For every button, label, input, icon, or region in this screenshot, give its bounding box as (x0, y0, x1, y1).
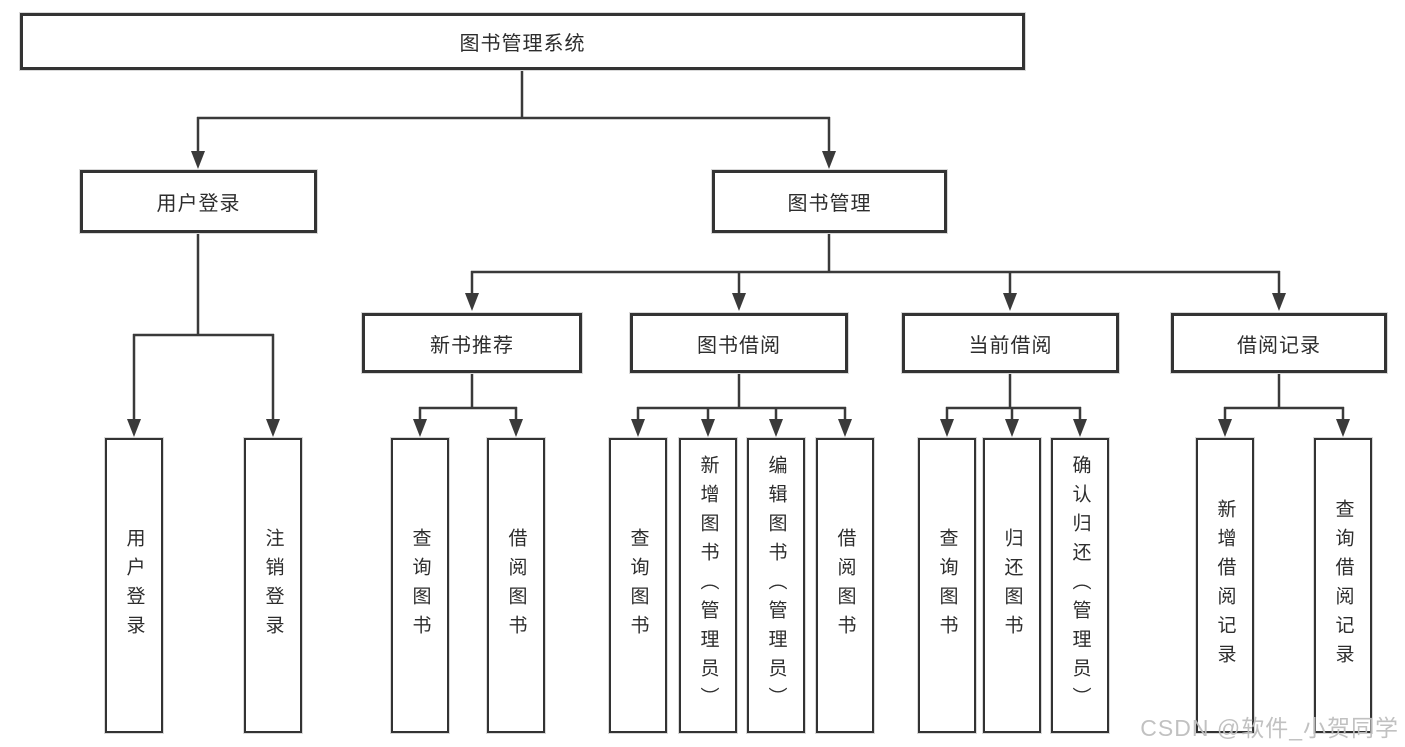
node-cb-query-books: 查询图书 (918, 438, 976, 733)
node-label: 查询图书 (409, 527, 431, 644)
node-nbr-borrow-books: 借阅图书 (487, 438, 545, 733)
node-label: 新增借阅记录 (1214, 498, 1236, 673)
node-label: 查询图书 (936, 527, 958, 644)
node-bb-edit-books-admin: 编辑图书（管理员） (747, 438, 805, 733)
node-user-login: 用户登录 (80, 170, 317, 233)
node-bb-borrow-books: 借阅图书 (816, 438, 874, 733)
csdn-watermark: CSDN @软件_小贺同学 (1140, 715, 1399, 741)
node-borrow-records: 借阅记录 (1171, 313, 1387, 373)
node-user-login-leaf: 用户登录 (105, 438, 163, 733)
node-label: 归还图书 (1001, 527, 1023, 644)
node-cb-confirm-return-admin: 确认归还（管理员） (1051, 438, 1109, 733)
node-label: 编辑图书（管理员） (765, 455, 787, 716)
node-label: 确认归还（管理员） (1069, 455, 1091, 716)
node-label: 注销登录 (262, 527, 284, 644)
node-label: 查询借阅记录 (1332, 498, 1354, 673)
node-label: 查询图书 (627, 527, 649, 644)
node-bb-query-books: 查询图书 (609, 438, 667, 733)
node-logout: 注销登录 (244, 438, 302, 733)
node-label: 借阅图书 (834, 527, 856, 644)
node-bb-add-books-admin: 新增图书（管理员） (679, 438, 737, 733)
node-br-add-record: 新增借阅记录 (1196, 438, 1254, 733)
node-library-management-system: 图书管理系统 (20, 13, 1025, 70)
node-label: 新增图书（管理员） (697, 455, 719, 716)
node-label: 借阅图书 (505, 527, 527, 644)
node-new-book-recommend: 新书推荐 (362, 313, 582, 373)
node-book-management: 图书管理 (712, 170, 947, 233)
node-br-query-record: 查询借阅记录 (1314, 438, 1372, 733)
node-nbr-query-books: 查询图书 (391, 438, 449, 733)
node-current-borrow: 当前借阅 (902, 313, 1119, 373)
node-cb-return-books: 归还图书 (983, 438, 1041, 733)
node-book-borrow: 图书借阅 (630, 313, 848, 373)
node-label: 用户登录 (123, 527, 145, 644)
